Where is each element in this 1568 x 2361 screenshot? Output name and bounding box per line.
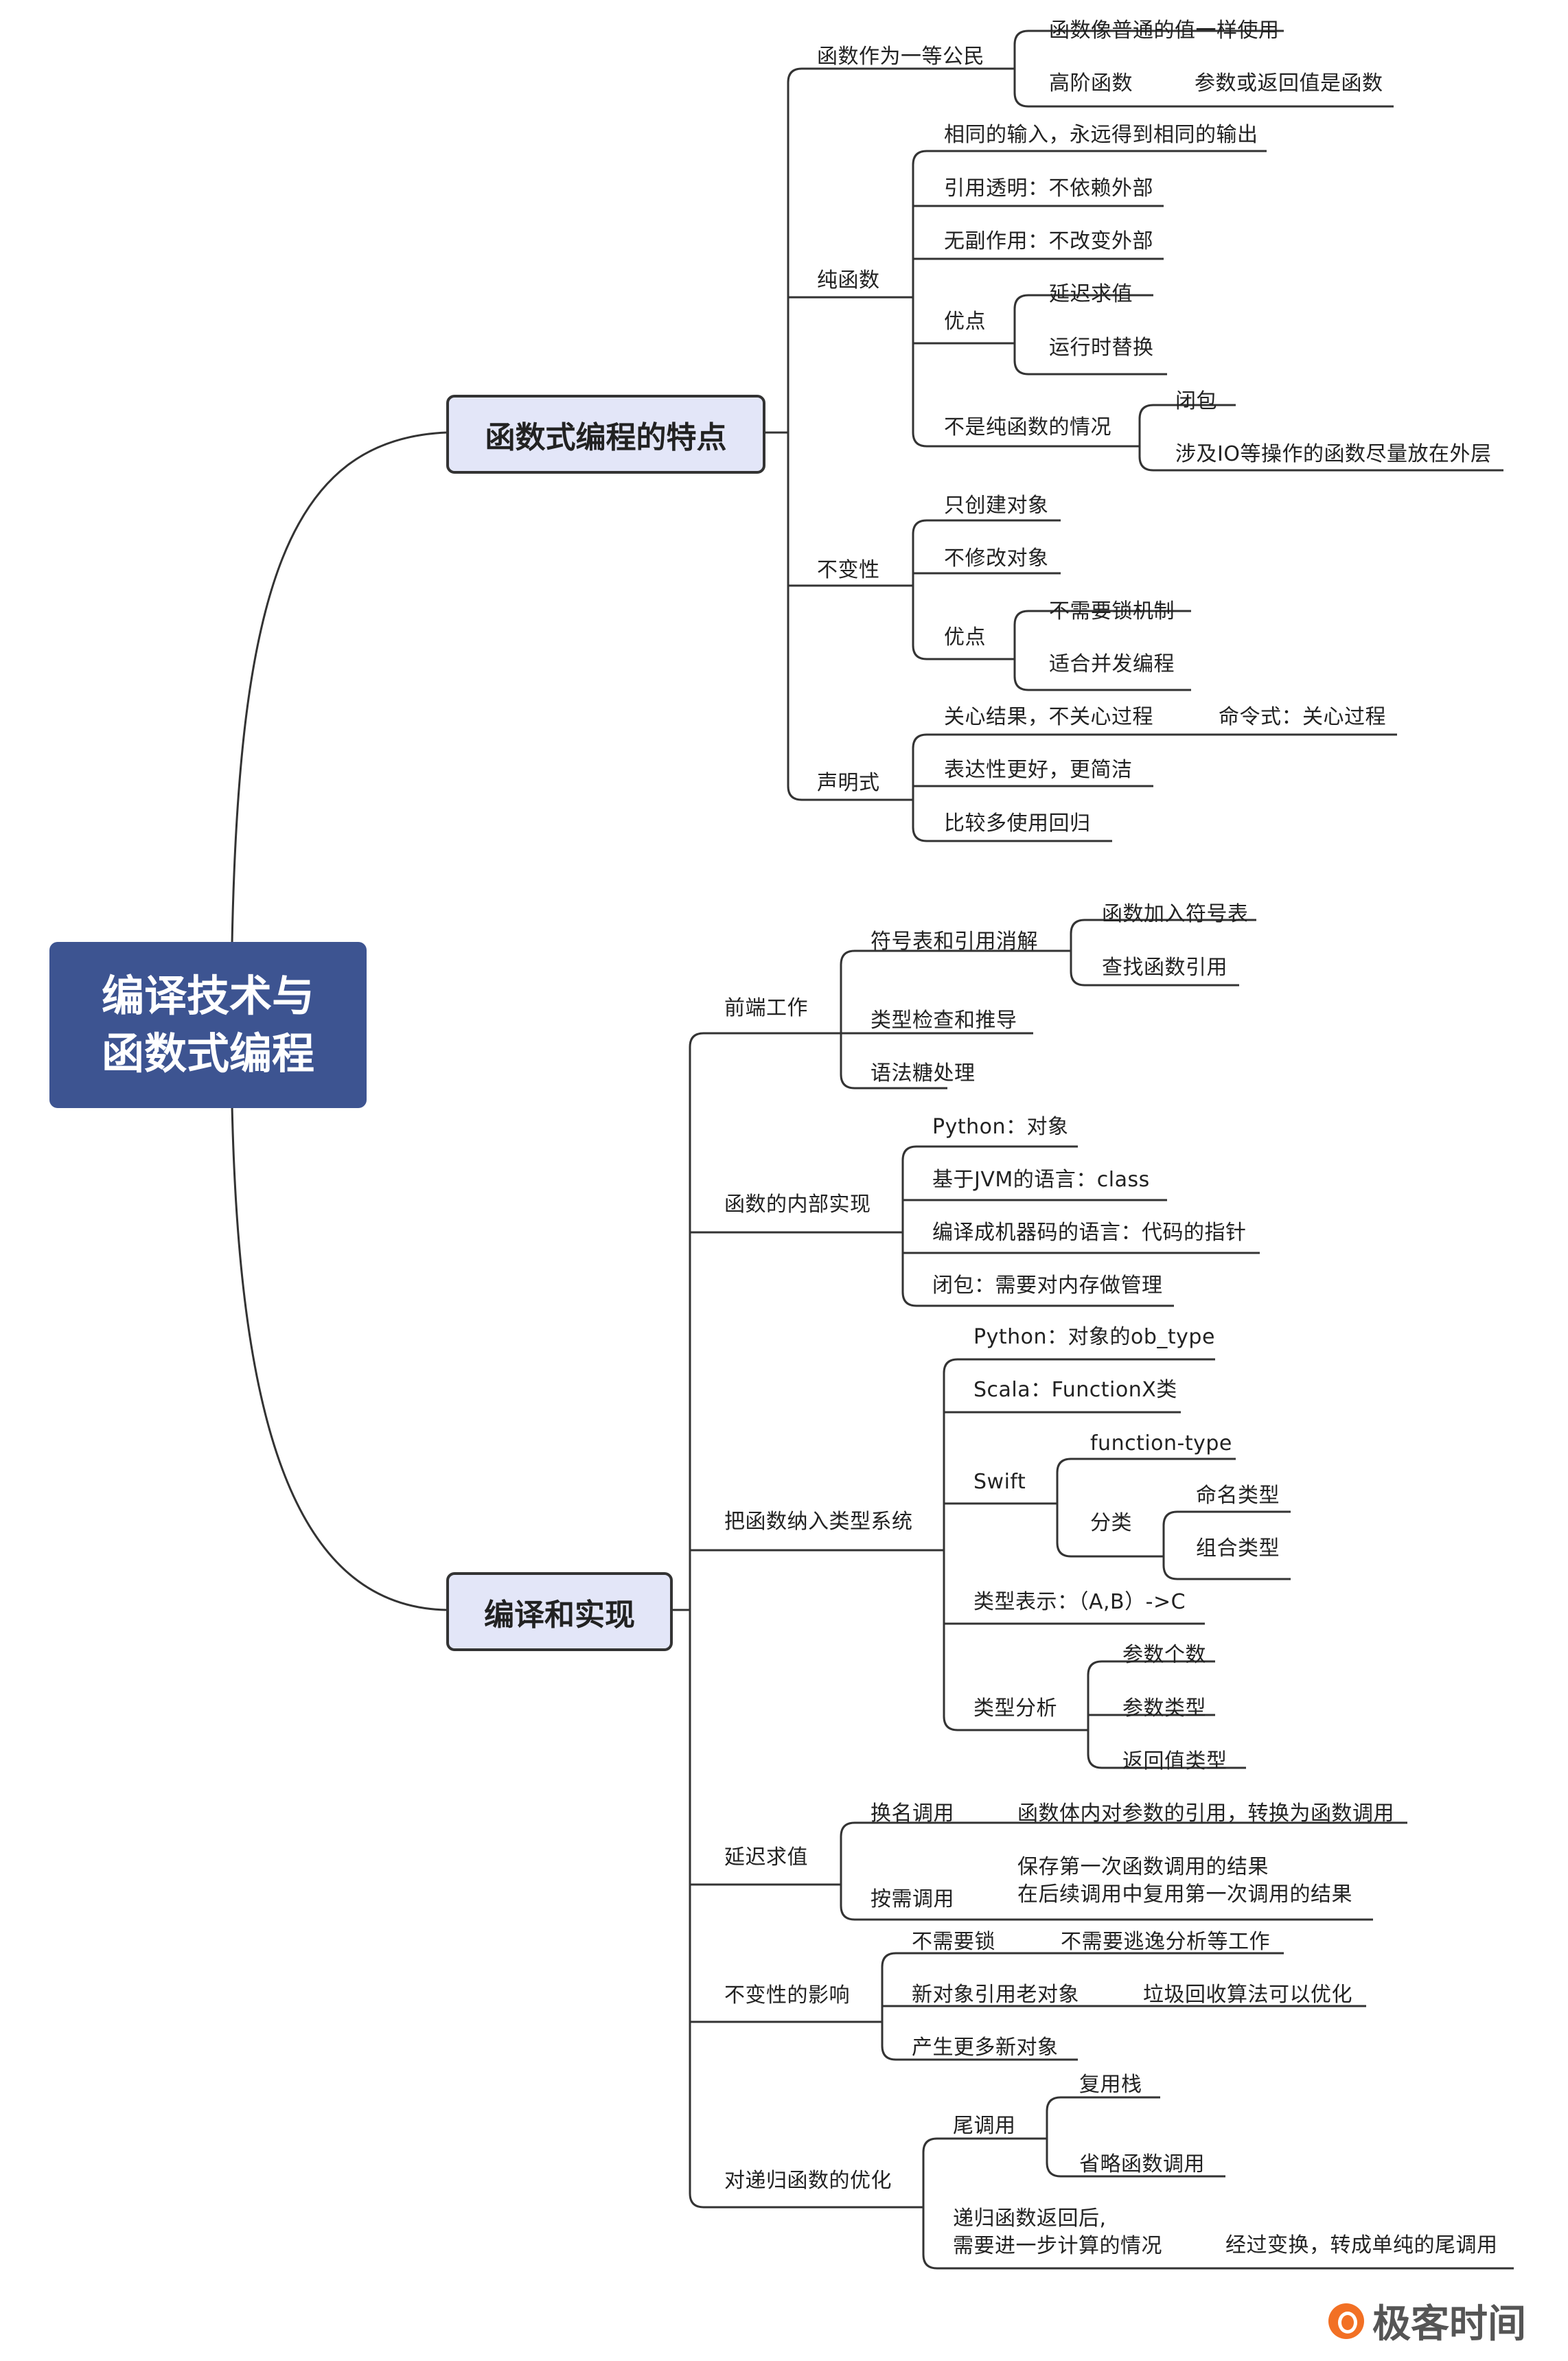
- impact-new-ref-old: 新对象引用老对象: [912, 1983, 1079, 2007]
- after-return-line2: 需要进一步计算的情况: [953, 2234, 1162, 2258]
- call-by-need-node: 按需调用: [871, 1887, 954, 1911]
- call-by-need-note1: 保存第一次函数调用的结果: [1017, 1855, 1269, 1879]
- first-class-item1: 函数像普通的值一样使用: [1049, 19, 1280, 43]
- type-check-node: 类型检查和推导: [871, 1009, 1017, 1033]
- immutable-concurrency: 适合并发编程: [1049, 652, 1175, 676]
- pure-advantage-lazy: 延迟求值: [1049, 282, 1133, 306]
- after-return-line1: 递归函数返回后,: [953, 2207, 1107, 2231]
- internal-jvm: 基于JVM的语言：class: [932, 1168, 1150, 1192]
- impact-no-lock-note: 不需要逃逸分析等工作: [1061, 1930, 1270, 1954]
- immutable-advantages-node: 优点: [944, 625, 986, 649]
- recursion-opt-node: 对递归函数的优化: [724, 2169, 892, 2193]
- first-class-node: 函数作为一等公民: [817, 45, 984, 69]
- type-python: Python：对象的ob_type: [973, 1325, 1215, 1349]
- call-by-name-node: 换名调用: [871, 1801, 954, 1826]
- declarative-expressive: 表达性更好，更简洁: [944, 758, 1133, 782]
- declarative-recursion: 比较多使用回归: [944, 811, 1091, 836]
- immutable-create-only: 只创建对象: [944, 494, 1049, 518]
- call-by-need-note2: 在后续调用中复用第一次调用的结果: [1017, 1882, 1352, 1907]
- type-scala: Scala：FunctionX类: [973, 1378, 1177, 1402]
- syntax-sugar-node: 语法糖处理: [871, 1061, 976, 1085]
- impact-gc-optimize: 垃圾回收算法可以优化: [1143, 1983, 1352, 2007]
- type-system-node: 把函数纳入类型系统: [724, 1510, 913, 1534]
- pure-no-side-effect: 无副作用：不改变外部: [944, 229, 1153, 253]
- impure-closure: 闭包: [1175, 389, 1217, 413]
- internal-machine-code: 编译成机器码的语言：代码的指针: [932, 1221, 1247, 1245]
- immutable-no-lock: 不需要锁机制: [1049, 599, 1175, 623]
- symbol-add-function: 函数加入符号表: [1102, 902, 1249, 926]
- swift-classify-node: 分类: [1090, 1511, 1132, 1535]
- type-analysis-return-type: 返回值类型: [1122, 1749, 1227, 1773]
- pure-ref-transparent: 引用透明：不依赖外部: [944, 176, 1153, 200]
- after-return-note: 经过变换，转成单纯的尾调用: [1225, 2233, 1498, 2257]
- brand-logo-icon: [1328, 2303, 1364, 2339]
- pure-function-node: 纯函数: [817, 268, 880, 292]
- lazy-eval-node: 延迟求值: [724, 1845, 808, 1869]
- root-node: 编译技术与 函数式编程: [49, 942, 367, 1108]
- call-by-name-note: 函数体内对参数的引用，转换为函数调用: [1017, 1801, 1394, 1826]
- type-analysis-param-type: 参数类型: [1122, 1696, 1206, 1720]
- symbol-table-node: 符号表和引用消解: [871, 930, 1038, 954]
- type-notation: 类型表示：（A,B）->C: [973, 1590, 1186, 1614]
- first-class-item2: 高阶函数: [1049, 71, 1133, 95]
- internal-impl-node: 函数的内部实现: [724, 1193, 871, 1217]
- immutable-node: 不变性: [817, 558, 880, 582]
- type-analysis-node: 类型分析: [973, 1696, 1057, 1720]
- root-title-line2: 函数式编程: [101, 1028, 314, 1079]
- pure-advantage-replace: 运行时替换: [1049, 336, 1154, 360]
- declarative-node: 声明式: [817, 771, 880, 795]
- swift-compound-type: 组合类型: [1196, 1536, 1280, 1560]
- impure-cases-node: 不是纯函数的情况: [944, 415, 1111, 439]
- impact-more-objects: 产生更多新对象: [912, 2036, 1059, 2060]
- first-class-item2-note: 参数或返回值是函数: [1195, 71, 1383, 95]
- type-analysis-count: 参数个数: [1122, 1643, 1206, 1667]
- brand-logo-text: 极客时间: [1372, 2302, 1526, 2347]
- pure-same-io: 相同的输入，永远得到相同的输出: [944, 123, 1258, 147]
- immut-impact-node: 不变性的影响: [724, 1983, 850, 2007]
- frontend-node: 前端工作: [724, 996, 808, 1020]
- tail-call-node: 尾调用: [953, 2114, 1016, 2138]
- impure-io-outer: 涉及IO等操作的函数尽量放在外层: [1175, 442, 1492, 466]
- swift-function-type: function-type: [1090, 1431, 1232, 1455]
- declarative-result-focus: 关心结果，不关心过程: [944, 705, 1153, 729]
- tail-skip-call: 省略函数调用: [1079, 2152, 1205, 2176]
- tail-reuse-stack: 复用栈: [1079, 2073, 1142, 2097]
- symbol-find-reference: 查找函数引用: [1102, 956, 1227, 980]
- root-title-line1: 编译技术与: [101, 971, 314, 1021]
- impact-no-lock: 不需要锁: [912, 1930, 995, 1954]
- declarative-imperative: 命令式：关心过程: [1219, 705, 1386, 729]
- brand-logo: 极客时间: [1328, 2293, 1526, 2349]
- immutable-no-modify: 不修改对象: [944, 546, 1049, 571]
- type-swift-node: Swift: [973, 1470, 1026, 1494]
- branch-impl: 编译和实现: [446, 1572, 673, 1651]
- pure-advantages-node: 优点: [944, 310, 986, 334]
- internal-python: Python：对象: [932, 1115, 1069, 1139]
- branch-features: 函数式编程的特点: [446, 395, 765, 474]
- swift-named-type: 命名类型: [1196, 1484, 1280, 1508]
- internal-closure: 闭包：需要对内存做管理: [932, 1274, 1163, 1298]
